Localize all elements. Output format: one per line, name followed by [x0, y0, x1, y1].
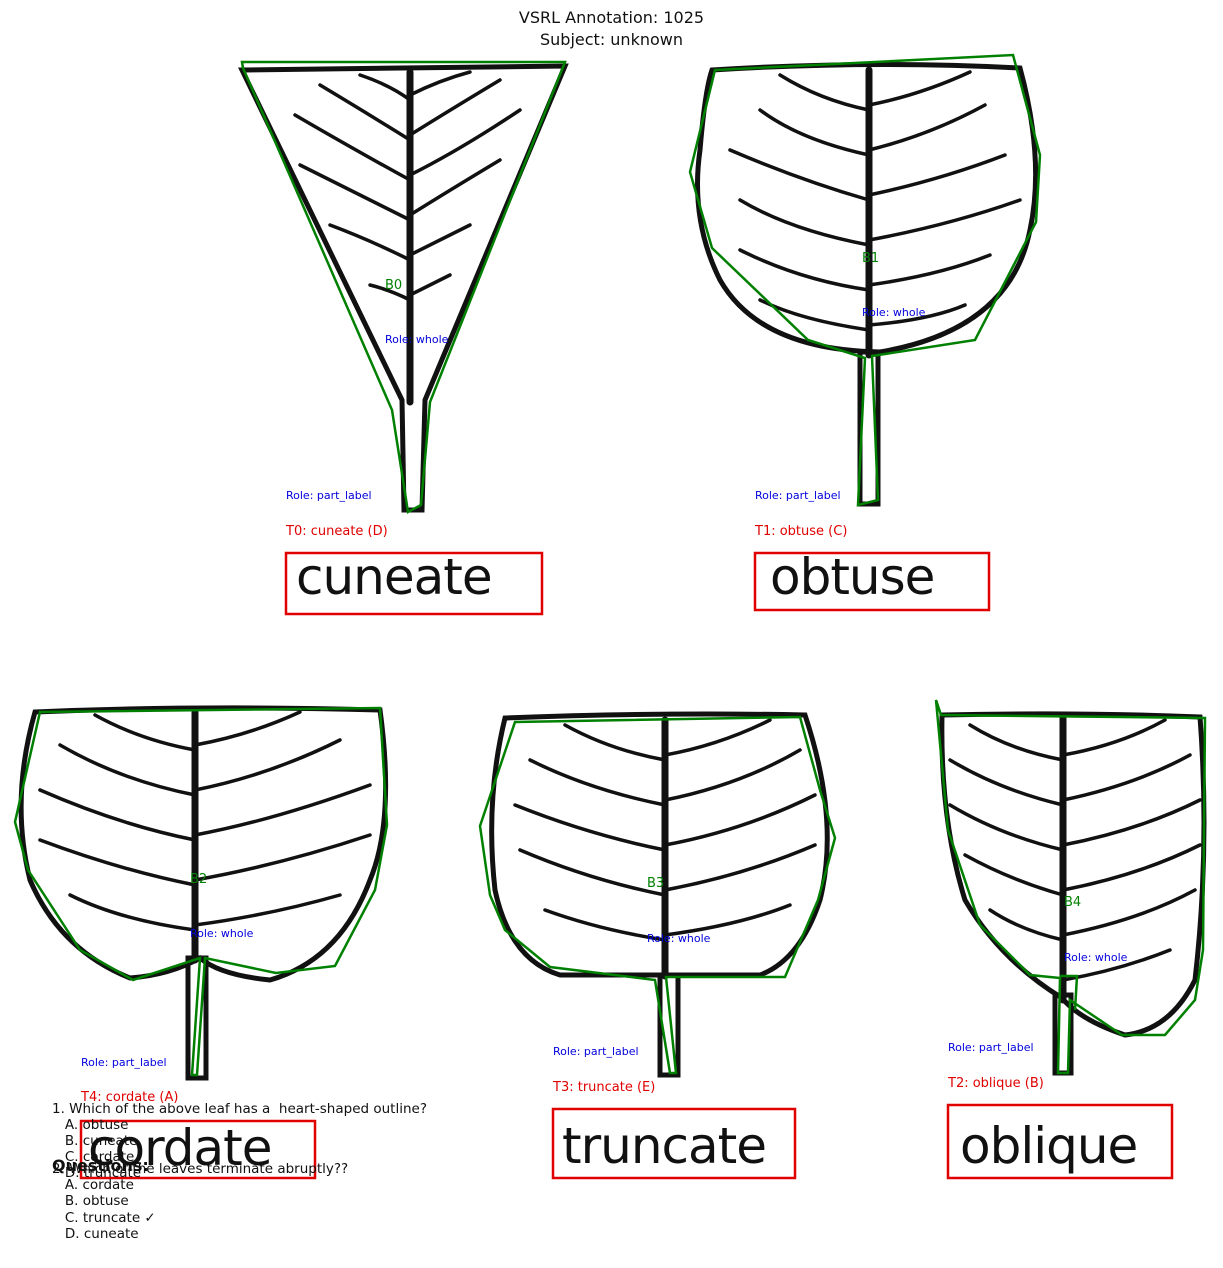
- role-whole-b3: Role: whole: [647, 932, 711, 945]
- question-line: B. cuneate: [52, 1133, 138, 1149]
- role-part-b1: Role: part_label: [755, 489, 841, 502]
- leaf-oblique: [939, 711, 1207, 1076]
- question-line: C. truncate ✓: [52, 1210, 156, 1226]
- polygon-b0: [240, 60, 567, 514]
- text-box-t3: [551, 1107, 797, 1180]
- text-box-t2: [946, 1103, 1174, 1180]
- text-box-t0: [284, 551, 544, 616]
- question-line: D. cuneate: [52, 1226, 139, 1242]
- text-tag-t4: T4: cordate (A): [80, 1090, 178, 1105]
- role-whole-b1: Role: whole: [862, 306, 926, 319]
- questions-heading: Questions:: [52, 1156, 149, 1175]
- text-tag-t0: T0: cuneate (D): [285, 524, 388, 539]
- leaf-truncate: [489, 711, 830, 1078]
- polygon-b4-stalk: [1060, 974, 1079, 1011]
- question-line: D. truncate: [52, 1165, 142, 1181]
- word-oblique: oblique: [960, 1117, 1137, 1175]
- text-box-t4: [79, 1119, 317, 1180]
- role-part-b4: Role: part_label: [948, 1041, 1034, 1054]
- leaf-obtuse: [695, 61, 1039, 507]
- box-label-b0: B0: [385, 278, 402, 293]
- role-part-b3: Role: part_label: [553, 1045, 639, 1058]
- role-part-b2: Role: part_label: [81, 1056, 167, 1069]
- leaf-cordate: [18, 705, 389, 1081]
- question-line: 2. Which of the leaves terminate abruptl…: [52, 1161, 349, 1177]
- text-tag-t1: T1: obtuse (C): [754, 524, 847, 539]
- polygon-b3: [478, 715, 837, 1075]
- figure-subtitle: Subject: unknown: [540, 30, 683, 49]
- role-whole-b0: Role: whole: [385, 333, 449, 346]
- role-whole-b2: Role: whole: [190, 927, 254, 940]
- question-line: B. obtuse: [52, 1193, 129, 1209]
- text-box-t1: [753, 551, 991, 612]
- question-line: C. cordate: [52, 1149, 135, 1165]
- box-label-b2: B2: [190, 872, 207, 887]
- leaf-cuneate: [238, 63, 569, 513]
- question-line: A. cordate: [52, 1177, 134, 1193]
- role-whole-b4: Role: whole: [1064, 951, 1128, 964]
- polygon-b1: [688, 53, 1042, 507]
- polygon-b2: [13, 706, 389, 1077]
- text-tag-t3: T3: truncate (E): [552, 1080, 655, 1095]
- question-line: A. obtuse: [52, 1117, 129, 1133]
- box-label-b4: B4: [1064, 895, 1081, 910]
- word-obtuse: obtuse: [770, 548, 934, 606]
- word-cuneate: cuneate: [296, 548, 492, 606]
- box-label-b3: B3: [647, 876, 664, 891]
- figure-title: VSRL Annotation: 1025: [518, 8, 705, 27]
- word-truncate: truncate: [562, 1117, 766, 1175]
- box-label-b1: B1: [862, 251, 879, 266]
- polygon-b4: [934, 699, 1207, 1075]
- word-cordate: cordate: [88, 1119, 272, 1177]
- text-tag-t2: T2: oblique (B): [947, 1076, 1044, 1091]
- role-part-b0: Role: part_label: [286, 489, 372, 502]
- question-line: 1. Which of the above leaf has a heart-s…: [52, 1101, 428, 1117]
